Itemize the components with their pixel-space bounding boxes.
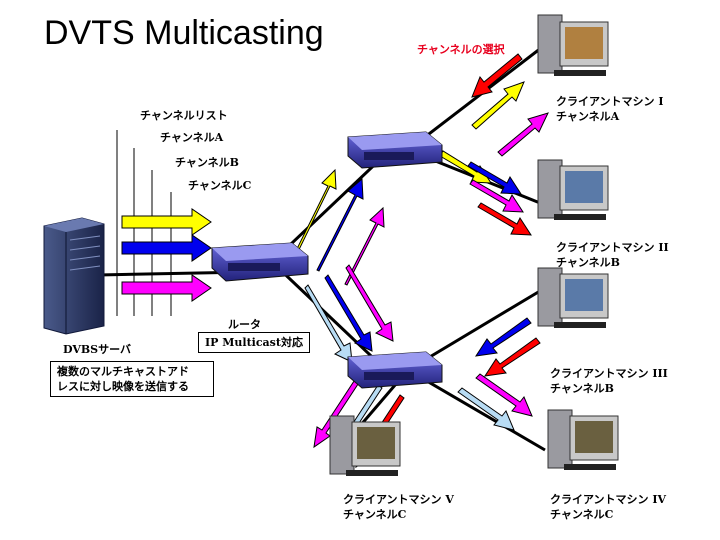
client-3-arrows xyxy=(474,317,541,377)
client-channel: チャンネルB xyxy=(556,256,620,269)
server-note-line: レスに対し映像を送信する xyxy=(57,380,189,393)
client-name: クライアントマシン V xyxy=(343,493,454,506)
idle-arrow xyxy=(304,284,353,363)
client-1-label: クライアントマシン I チャンネルA xyxy=(556,94,664,124)
downlink-arrows xyxy=(304,264,394,363)
client-computer-icon xyxy=(329,415,401,476)
stream-arrow-channel-c xyxy=(475,373,533,417)
router-feature: IP Multicast対応 xyxy=(198,332,310,353)
client-computer-icon xyxy=(537,14,609,76)
request-arrow xyxy=(471,53,523,98)
stream-arrow-channel-c xyxy=(313,374,363,449)
client-3-label: クライアントマシン III チャンネルB xyxy=(550,366,668,396)
stream-arrow-channel-c xyxy=(121,274,212,302)
client-channel: チャンネルA xyxy=(556,110,620,123)
server-note-line: 複数のマルチキャストアド xyxy=(57,365,189,378)
client-channel: チャンネルC xyxy=(550,508,614,521)
server-note: 複数のマルチキャストアド レスに対し映像を送信する xyxy=(50,361,214,397)
request-arrow xyxy=(483,337,541,377)
server-label: DVBSサーバ xyxy=(63,343,132,356)
client-name: クライアントマシン IV xyxy=(550,493,667,506)
client-computer-icon xyxy=(537,267,609,328)
router-name: ルータ xyxy=(228,318,261,331)
stream-arrow-channel-a xyxy=(121,208,212,236)
client-4-arrows xyxy=(457,373,533,431)
channel-list-item-a: チャンネルA xyxy=(160,131,224,144)
client-2-label: クライアントマシン II チャンネルB xyxy=(556,240,669,270)
stream-arrow-channel-c xyxy=(469,179,524,213)
client-name: クライアントマシン I xyxy=(556,95,664,108)
stream-arrow-channel-a xyxy=(471,81,525,130)
client-name: クライアントマシン II xyxy=(556,241,669,254)
client-name: クライアントマシン III xyxy=(550,367,668,380)
client-1-arrows xyxy=(471,53,549,157)
router-icon xyxy=(347,351,443,389)
client-computer-icon xyxy=(537,159,609,220)
stream-arrow-channel-b xyxy=(324,274,373,352)
router-icon xyxy=(211,242,309,282)
client-2-arrows xyxy=(439,150,532,236)
stream-arrow-channel-c xyxy=(345,264,394,342)
channel-list-item-c: チャンネルC xyxy=(188,179,252,192)
channel-select-label: チャンネルの選択 xyxy=(417,43,505,56)
page-title: DVTS Multicasting xyxy=(44,14,324,52)
channel-list-item-b: チャンネルB xyxy=(175,156,239,169)
client-channel: チャンネルB xyxy=(550,382,614,395)
stream-arrow-channel-b xyxy=(121,234,212,262)
client-computer-icon xyxy=(547,409,619,470)
router-icon xyxy=(347,131,443,169)
channel-list-heading: チャンネルリスト xyxy=(140,109,228,122)
client-channel: チャンネルC xyxy=(343,508,407,521)
server-stream-arrows xyxy=(121,208,212,302)
server-icon xyxy=(43,217,105,335)
request-arrow xyxy=(477,202,532,236)
client-5-label: クライアントマシン V チャンネルC xyxy=(343,492,454,522)
stream-arrow-channel-b xyxy=(474,317,532,357)
idle-arrow xyxy=(457,387,515,431)
stream-arrow-channel-b xyxy=(467,161,522,195)
stream-arrow-channel-c xyxy=(497,112,549,157)
client-4-label: クライアントマシン IV チャンネルC xyxy=(550,492,666,522)
stream-arrow-channel-b xyxy=(316,177,364,272)
